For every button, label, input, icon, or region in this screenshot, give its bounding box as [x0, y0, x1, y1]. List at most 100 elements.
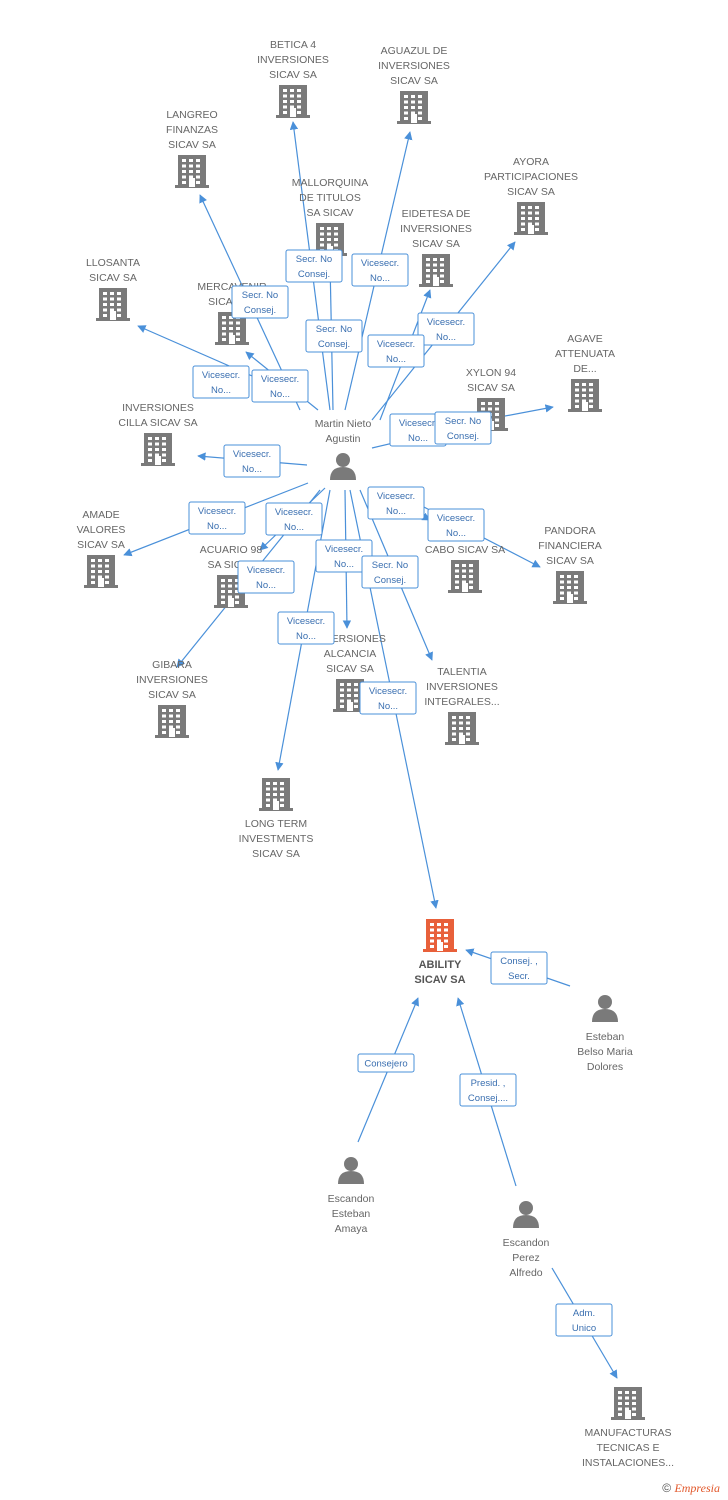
edge-label-text: No...	[207, 521, 227, 532]
edge-label-martin-llosanta[interactable]: Vicesecr.No...	[192, 365, 250, 399]
node-talentia[interactable]: TALENTIAINVERSIONESINTEGRALES...	[424, 666, 500, 745]
building-icon	[259, 778, 293, 811]
node-label: INVERSIONES	[378, 60, 450, 72]
edge-label-martin-eidetesa[interactable]: Vicesecr.No...	[367, 334, 425, 368]
edge-label-martin-cilla[interactable]: Vicesecr.No...	[223, 444, 281, 478]
node-label: Perez	[512, 1252, 539, 1264]
node-label: INVERSIONES	[136, 674, 208, 686]
edge-label-martin-mercavenir[interactable]: Vicesecr.No...	[251, 369, 309, 403]
node-label: INSTALACIONES...	[582, 1457, 674, 1469]
edge-label-text: Vicesecr.	[198, 506, 236, 517]
edge-label-text: Consej. ,	[500, 956, 538, 967]
node-label: AYORA	[513, 156, 549, 168]
node-label: Esteban	[586, 1031, 625, 1043]
edge-label-box	[459, 1073, 517, 1107]
building-icon	[397, 91, 431, 124]
edge-label-martin-cabo[interactable]: Vicesecr.No...	[367, 486, 425, 520]
edge-label-text: Vicesecr.	[437, 513, 475, 524]
edge-label-text: Vicesecr.	[247, 565, 285, 576]
edge-label-martin-pandora[interactable]: Vicesecr.No...	[427, 508, 485, 542]
node-label: LLOSANTA	[86, 257, 140, 269]
copyright-symbol: ©	[662, 1481, 672, 1495]
edge-label-text: Consejero	[364, 1059, 407, 1070]
edge-label-text: Vicesecr.	[427, 317, 465, 328]
node-label: SICAV SA	[252, 848, 300, 860]
edge-label-martin-longterm[interactable]: Vicesecr.No...	[277, 611, 335, 645]
edge-label-text: No...	[256, 580, 276, 591]
building-icon	[514, 202, 548, 235]
node-cabo[interactable]: CABO SICAV SA	[425, 544, 505, 593]
node-label: MALLORQUINA	[292, 177, 368, 189]
edge-label-text: Secr. No	[372, 560, 408, 571]
edge-label-text: Vicesecr.	[399, 418, 437, 429]
edge-label-martin-aguazul[interactable]: Vicesecr.No...	[351, 253, 409, 287]
edge-label-box	[367, 486, 425, 520]
node-label: PANDORA	[544, 525, 595, 537]
edge-label-martin-amade[interactable]: Vicesecr. No...	[188, 501, 246, 535]
node-label: INVERSIONES	[257, 54, 329, 66]
edge-label-box	[367, 334, 425, 368]
person-icon	[513, 1201, 539, 1228]
edge-label-box	[357, 1053, 415, 1073]
edge-label-martin-ability[interactable]: Vicesecr.No...	[359, 681, 417, 715]
node-longterm[interactable]: LONG TERM INVESTMENTS SICAV SA	[239, 778, 314, 860]
edge-label-text: Vicesecr.	[233, 449, 271, 460]
node-label: VALORES	[77, 524, 126, 536]
node-label: AGUAZUL DE	[381, 45, 448, 57]
footer-credit: © Empresia	[662, 1481, 720, 1496]
node-label: ACUARIO 98	[200, 544, 263, 556]
brand-logo-text[interactable]: Empresia	[674, 1481, 720, 1495]
person-icon	[338, 1157, 364, 1184]
edge-label-alfredo-ability[interactable]: Presid. ,Consej....	[459, 1073, 517, 1107]
node-label: TECNICAS E	[596, 1442, 659, 1454]
node-label: INVESTMENTS	[239, 833, 314, 845]
node-agave[interactable]: AGAVEATTENUATADE...	[555, 333, 615, 412]
edge-label-text: No...	[378, 701, 398, 712]
edge-label-text: Adm.	[573, 1308, 595, 1319]
edge-label-martin-gibara[interactable]: Vicesecr. No...	[237, 560, 295, 594]
edge-label-text: No...	[436, 332, 456, 343]
node-label: Escandon	[503, 1237, 550, 1249]
edge-label-martin-ayora[interactable]: Vicesecr. No...	[417, 312, 475, 346]
edge-label-text: Vicesecr.	[275, 507, 313, 518]
edge-label-alfredo-manufacturas[interactable]: Adm.Unico	[555, 1303, 613, 1337]
node-label: AMADE	[82, 509, 119, 521]
edge-label-martin-alcancia[interactable]: Vicesecr.No...	[315, 539, 373, 573]
node-label: LONG TERM	[245, 818, 307, 830]
edge-label-belso-ability[interactable]: Consej. ,Secr.	[490, 951, 548, 985]
building-icon	[611, 1387, 645, 1420]
node-label: TALENTIA	[437, 666, 486, 678]
node-label: SA SICAV	[306, 207, 353, 219]
edge-label-box	[265, 502, 323, 536]
node-label: FINANCIERA	[538, 540, 602, 552]
edge-label-amaya-ability[interactable]: Consejero	[357, 1053, 415, 1073]
edge-label-martin-acuario[interactable]: Vicesecr.No...	[265, 502, 323, 536]
node-label: XYLON 94	[466, 367, 516, 379]
edge-label-martin-xylon[interactable]: Vicesecr.No...	[389, 413, 447, 447]
